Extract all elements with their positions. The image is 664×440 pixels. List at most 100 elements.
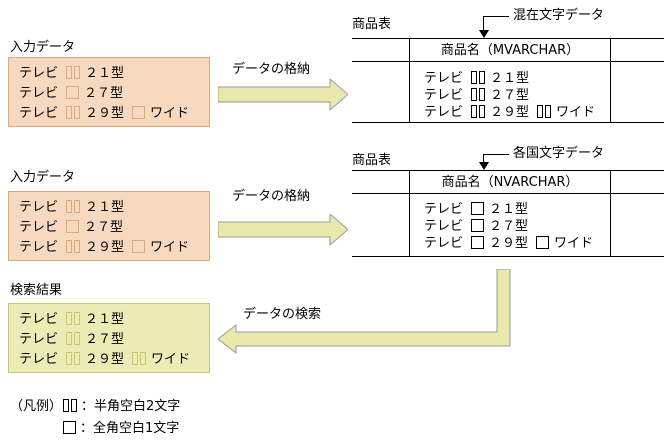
space-box: [132, 106, 146, 119]
space-box: [545, 105, 552, 118]
data-line: テレビ ２９型 ワイド: [19, 104, 209, 124]
text-segment: テレビ: [424, 105, 464, 120]
space-box: [479, 88, 486, 101]
text-segment: テレビ: [19, 240, 59, 255]
text-segment: ２９型: [489, 236, 529, 251]
text-segment: ワイド: [554, 236, 594, 251]
space-box: [66, 86, 80, 99]
text-segment: テレビ: [424, 219, 464, 234]
text-segment: ２９型: [85, 106, 125, 121]
store-arrow-1: [218, 79, 348, 111]
table-column-header-1: 商品名（MVARCHAR）: [440, 43, 580, 58]
annotation-leader-v-1: [483, 16, 484, 31]
search-result-label: 検索結果: [10, 283, 63, 298]
halfwidth-space-2-symbol: [66, 312, 81, 325]
data-line: ：半角空白2文字: [63, 399, 180, 414]
text-segment: ２１型: [489, 202, 529, 217]
legend-item-halfwidth-space: ：半角空白2文字: [63, 399, 180, 414]
space-box: [66, 220, 80, 233]
space-box: [537, 105, 544, 118]
fullwidth-space-1-symbol: [471, 202, 485, 215]
table-label-1: 商品表: [352, 17, 392, 32]
text-segment: テレビ: [424, 236, 464, 251]
text-segment: ２７型: [85, 332, 125, 347]
space-box: [471, 219, 485, 232]
space-box: [74, 200, 81, 213]
text-segment: ワイド: [150, 106, 190, 121]
space-box: [63, 399, 69, 412]
store-arrow-label-1: データの格納: [232, 62, 311, 77]
input-data-label-1: 入力データ: [10, 40, 76, 55]
text-segment: ２１型: [85, 66, 125, 81]
text-segment: ２７型: [84, 220, 124, 235]
halfwidth-space-2-symbol: [66, 352, 81, 365]
space-box: [66, 66, 73, 79]
annotation-leader-v-2: [483, 154, 484, 163]
text-segment: テレビ: [424, 202, 464, 217]
space-box: [74, 352, 81, 365]
fullwidth-space-1-symbol: [536, 236, 550, 249]
text-segment: テレビ: [424, 88, 464, 103]
annotation-label-2: 各国文字データ: [513, 146, 605, 161]
text-segment: テレビ: [19, 106, 59, 121]
fullwidth-space-1-symbol: [471, 236, 485, 249]
text-segment: ２９型: [85, 352, 125, 367]
space-box: [132, 240, 146, 253]
store-arrow-label-2: データの格納: [232, 189, 311, 204]
text-segment: ２１型: [490, 71, 530, 86]
halfwidth-space-2-symbol: [66, 240, 81, 253]
data-line: テレビ ２１型: [424, 70, 595, 87]
fullwidth-space-1-symbol: [63, 421, 76, 434]
annotation-label-1: 混在文字データ: [513, 8, 605, 23]
table-column-divider: [610, 171, 611, 256]
fullwidth-space-1-symbol: [66, 220, 80, 233]
input-data-label-2: 入力データ: [10, 170, 76, 185]
halfwidth-space-2-symbol: [66, 106, 81, 119]
halfwidth-space-2-symbol: [471, 105, 486, 118]
text-segment: ２９型: [490, 105, 530, 120]
text-segment: テレビ: [424, 71, 464, 86]
search-arrow-elbow: [218, 269, 511, 355]
table-header-separator: [352, 61, 664, 62]
data-line: テレビ ２７型: [19, 84, 209, 104]
text-segment: ２７型: [84, 86, 124, 101]
table-column-header-2: 商品名（NVARCHAR）: [441, 175, 579, 190]
space-box: [132, 352, 139, 365]
space-box: [471, 105, 478, 118]
space-box: [471, 202, 485, 215]
space-box: [471, 236, 485, 249]
table-header-separator: [352, 193, 664, 194]
space-box: [74, 240, 81, 253]
annotation-leader-h-1: [483, 16, 509, 17]
table-column-divider: [610, 39, 611, 122]
table-column-divider: [409, 39, 410, 122]
space-box: [66, 352, 73, 365]
annotation-arrowhead-icon-1: [479, 30, 489, 38]
text-segment: ２９型: [85, 240, 125, 255]
fullwidth-space-1-symbol: [471, 219, 485, 232]
text-segment: テレビ: [19, 220, 59, 235]
annotation-arrowhead-icon-2: [479, 162, 489, 170]
text-segment: テレビ: [19, 86, 59, 101]
legend-title: （凡例）: [10, 399, 63, 414]
halfwidth-space-2-symbol: [132, 352, 147, 365]
halfwidth-space-2-symbol: [66, 200, 81, 213]
table-column-divider: [409, 171, 410, 256]
space-box: [66, 240, 73, 253]
space-box: [66, 106, 73, 119]
halfwidth-space-2-symbol: [471, 88, 486, 101]
space-box: [471, 88, 478, 101]
text-segment: テレビ: [19, 352, 59, 367]
text-segment: テレビ: [19, 66, 59, 81]
